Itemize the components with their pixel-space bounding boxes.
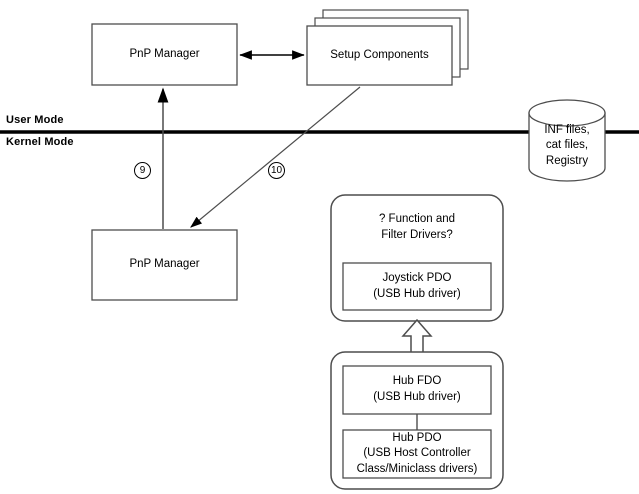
step-10-arrow (190, 86, 361, 228)
kernel-mode-label: Kernel Mode (6, 136, 74, 148)
inf-store-cylinder[interactable] (528, 99, 606, 182)
pnp-manager-kernel-box[interactable] (91, 229, 238, 301)
step-10-badge: 10 (268, 162, 285, 179)
step-9-badge: 9 (134, 162, 151, 179)
hub-pdo-box[interactable] (342, 429, 492, 479)
setup-components-box[interactable] (306, 25, 453, 86)
pnp-manager-user-box[interactable] (91, 23, 238, 86)
joystick-pdo-box[interactable] (342, 262, 492, 311)
user-mode-label: User Mode (6, 114, 64, 126)
hub-fdo-box[interactable] (342, 365, 492, 415)
stack-link-block-arrow (401, 318, 433, 357)
